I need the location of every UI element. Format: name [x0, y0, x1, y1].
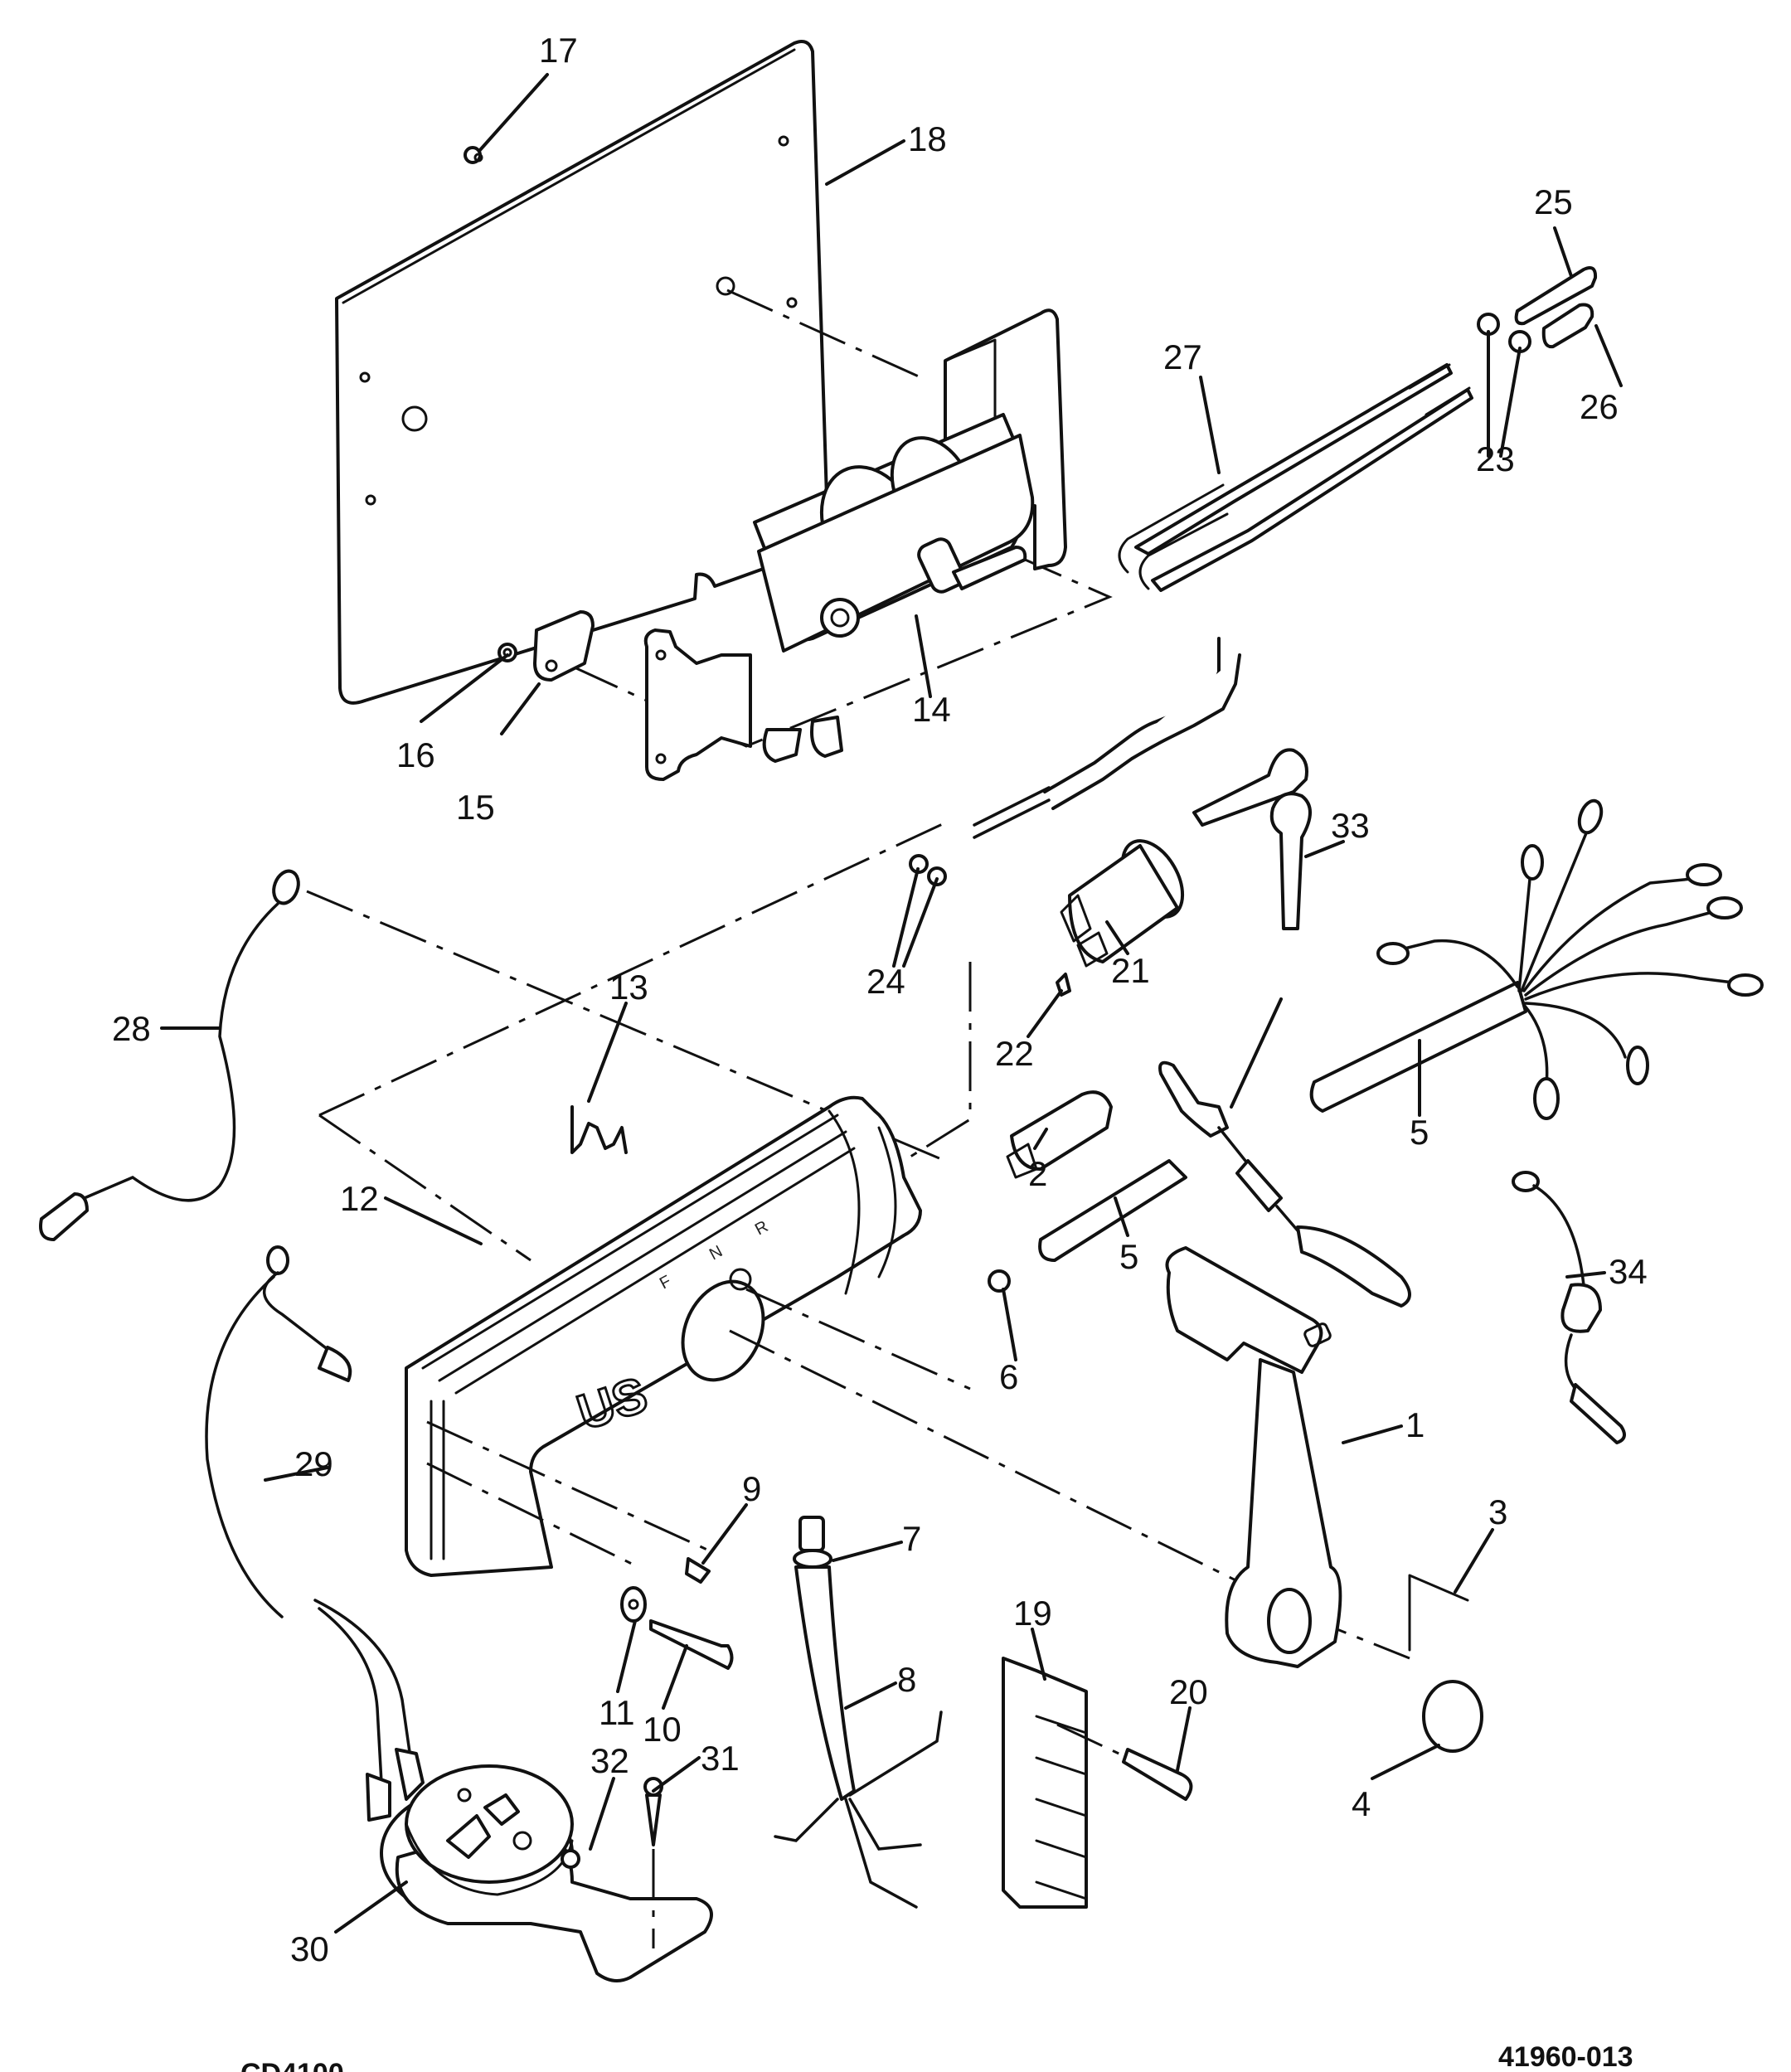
assembly-line: [426, 1462, 639, 1569]
assembly-line: [318, 819, 950, 1117]
mounting-plate: [335, 40, 829, 705]
callout-21: 21: [1111, 951, 1150, 990]
callout-23-top: 23: [1476, 439, 1515, 478]
cable-end-nuts-lower: [909, 854, 947, 886]
callout-14: 14: [912, 690, 951, 729]
ignition-keys: [1192, 748, 1312, 930]
callout-8: 8: [897, 1660, 916, 1699]
retaining-clip: [988, 1269, 1011, 1293]
cable-anchor: [533, 610, 595, 682]
callout-5-sleeve: 5: [1119, 1237, 1138, 1276]
callout-12: 12: [340, 1179, 379, 1218]
screw-17: [464, 146, 483, 164]
callout-16: 16: [396, 735, 435, 774]
callout-22: 22: [995, 1034, 1034, 1073]
control-housing: US F N R: [405, 1095, 922, 1577]
callout-5-harness: 5: [1410, 1113, 1429, 1152]
retaining-pin: [1408, 1574, 1469, 1652]
callout-26: 27: [1163, 337, 1202, 376]
assembly-line: [426, 1420, 710, 1552]
callout-17: 17: [539, 31, 578, 70]
callout-23-mid: 24: [866, 962, 905, 1001]
reference-number: 41960-013: [1498, 2041, 1633, 2072]
terminal-block-screw: [1122, 1748, 1193, 1801]
washer-11: [620, 1586, 647, 1623]
mounting-screw-10: [649, 1619, 734, 1670]
callout-24: 25: [1534, 182, 1573, 221]
callout-20: 20: [1169, 1672, 1208, 1711]
wiring-harness-sleeve: [1038, 1159, 1187, 1262]
callout-33: 34: [1609, 1252, 1648, 1291]
callout-27: 28: [112, 1009, 151, 1048]
callout-11: 11: [599, 1693, 635, 1732]
assembly-line: [318, 1114, 531, 1262]
ignition-switch: [1060, 839, 1185, 968]
assembly-line: [1056, 1723, 1128, 1759]
terminal-block: [1002, 1657, 1088, 1909]
callout-13: 13: [609, 968, 648, 1007]
callout-29: 30: [290, 1929, 329, 1968]
callout-1: 1: [1405, 1405, 1425, 1444]
horn-mounting-screw: [643, 1777, 663, 1846]
ground-lead: [39, 869, 300, 1241]
control-handle: [1165, 1246, 1342, 1668]
neutral-safety-switch: [1006, 1090, 1113, 1179]
callout-3: 3: [1488, 1492, 1507, 1531]
callout-31: 32: [590, 1741, 629, 1780]
control-mechanism: [643, 308, 1067, 781]
control-cables: [973, 363, 1473, 839]
lead-wire-assembly: [774, 1565, 943, 1909]
callout-2: 2: [1028, 1154, 1047, 1193]
spring-clip: [570, 1105, 628, 1154]
callout-30: 31: [701, 1739, 740, 1778]
handle-knob: [1422, 1680, 1483, 1753]
jumper-lead: [1512, 1171, 1626, 1444]
screw-9: [685, 1557, 711, 1584]
cable-end-fitting: [1541, 303, 1594, 349]
callout-28: 29: [294, 1444, 333, 1483]
warning-horn: [380, 1764, 713, 1982]
callout-9: 9: [742, 1469, 761, 1508]
callout-19: 19: [1013, 1594, 1052, 1633]
leader-lines: [160, 73, 1623, 1934]
assembly-line: [745, 1288, 971, 1390]
grommet: [793, 1516, 832, 1569]
horn-terminal-screw: [561, 1849, 580, 1869]
emergency-stop-lanyard: [1158, 1060, 1411, 1308]
callout-10: 10: [643, 1710, 682, 1749]
assembly-line: [726, 289, 921, 379]
callouts: 17 18 25 26 23 27 14 16 15 33 24 21 22 5…: [112, 31, 1648, 1968]
cable-end-pin: [1514, 266, 1598, 326]
callout-7: 7: [902, 1519, 921, 1558]
callout-4: 4: [1352, 1784, 1371, 1823]
callout-15: 15: [456, 788, 495, 827]
callout-25: 26: [1580, 387, 1619, 426]
callout-18: 18: [908, 119, 947, 158]
cropped-footer-text: CD4100: [240, 2058, 344, 2072]
assembly-line: [903, 962, 972, 1162]
wiring-harness: [1309, 798, 1764, 1120]
callout-32: 33: [1331, 806, 1370, 845]
horn-lead: [205, 1245, 425, 1822]
callout-6: 6: [999, 1357, 1018, 1396]
